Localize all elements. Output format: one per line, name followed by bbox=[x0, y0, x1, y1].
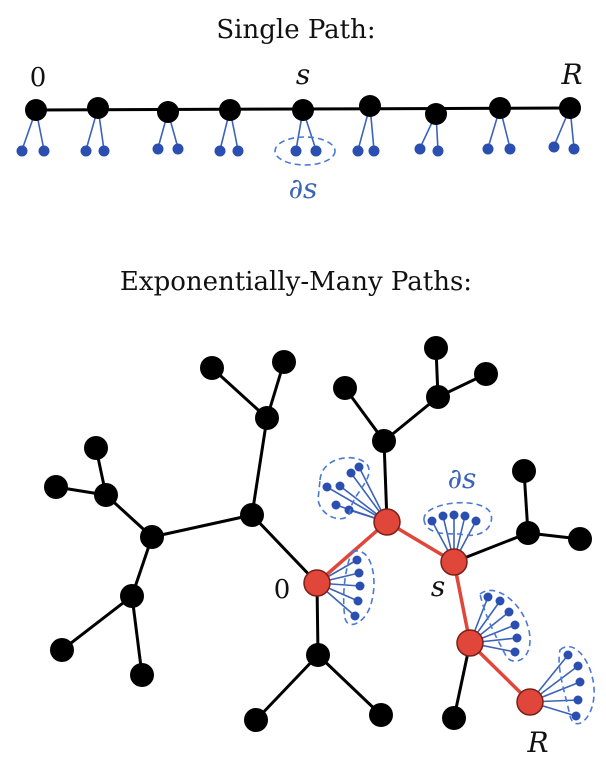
many-paths-label-s: s bbox=[431, 570, 445, 603]
single-path-leaves bbox=[16, 141, 580, 157]
boundary-outline-mid bbox=[479, 589, 531, 662]
single-path-nodes bbox=[25, 95, 581, 125]
highlighted-path-nodes bbox=[303, 508, 544, 716]
boundary-outline-origin bbox=[342, 550, 375, 626]
single-path-label-boundary: ∂s bbox=[289, 172, 318, 205]
boundary-outline-end bbox=[558, 645, 595, 725]
leaf-fans bbox=[316, 457, 595, 725]
single-path-diagram: Single Path: bbox=[16, 15, 583, 205]
boundary-outline-upper bbox=[317, 457, 370, 520]
single-path-label-s: s bbox=[296, 58, 310, 91]
many-paths-label-start: 0 bbox=[274, 575, 291, 605]
many-paths-label-boundary: ∂s bbox=[448, 462, 477, 495]
many-paths-label-end: R bbox=[526, 726, 548, 759]
boundary-outline-s bbox=[423, 501, 493, 537]
single-path-boundary-outline bbox=[274, 136, 336, 166]
single-path-label-start: 0 bbox=[30, 63, 47, 93]
single-path-title: Single Path: bbox=[216, 15, 375, 45]
single-path-label-end: R bbox=[560, 58, 582, 91]
many-paths-title: Exponentially-Many Paths: bbox=[120, 267, 472, 297]
highlighted-path-edges bbox=[315, 520, 532, 704]
tree-nodes bbox=[44, 336, 592, 732]
many-paths-diagram: Exponentially-Many Paths: bbox=[44, 267, 595, 759]
